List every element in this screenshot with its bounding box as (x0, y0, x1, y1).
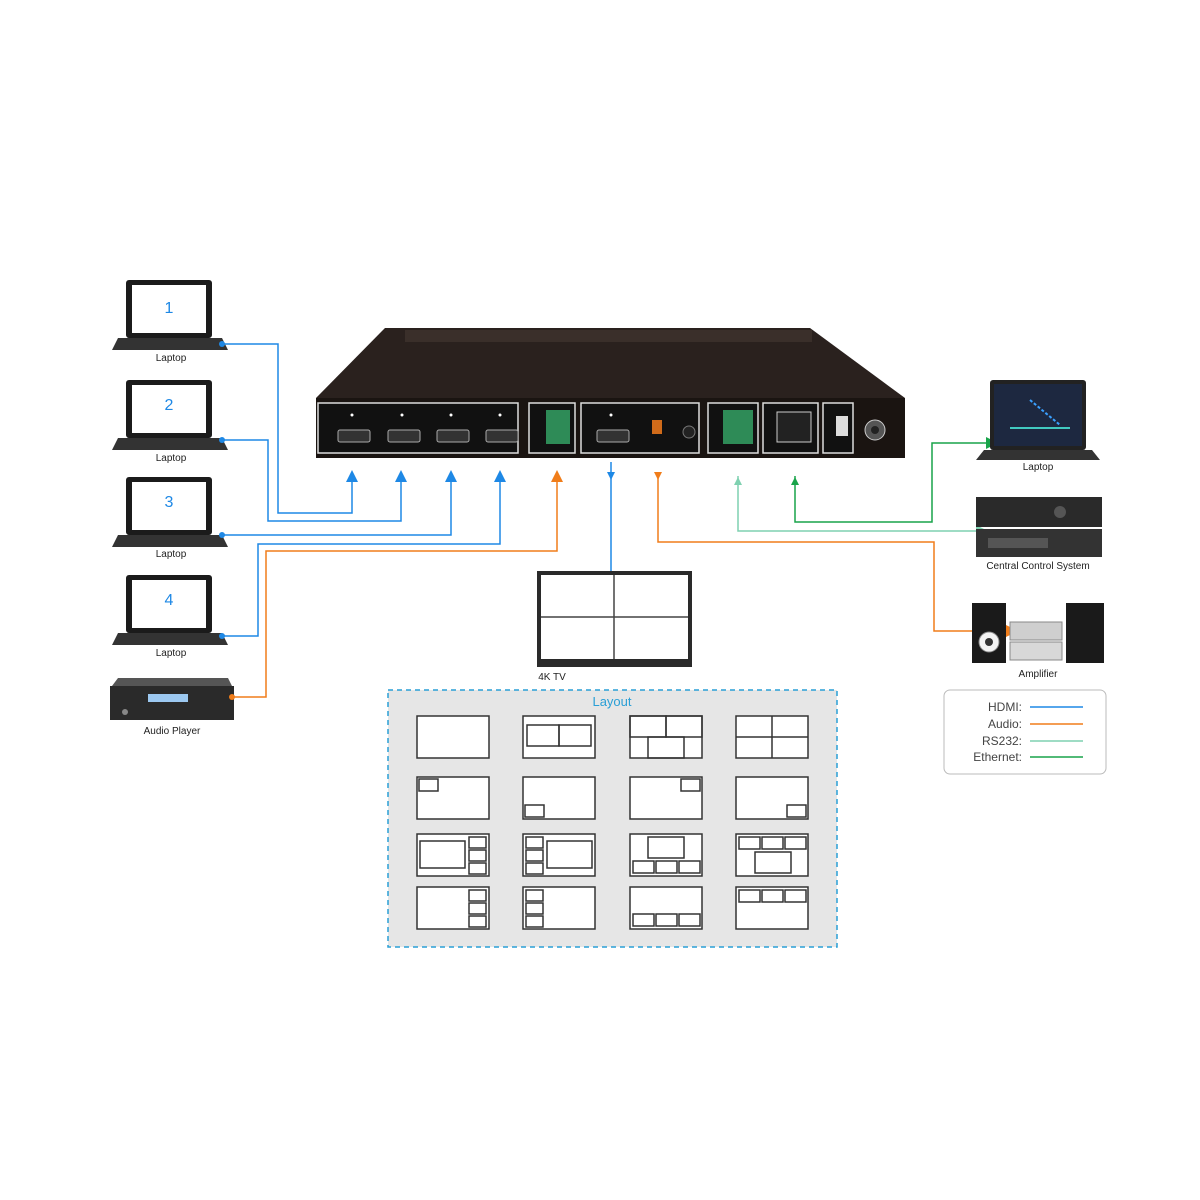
legend-ethernet-label: Ethernet: (973, 750, 1022, 764)
laptop-icon (976, 380, 1100, 460)
layout-panel: Layout (387, 689, 838, 948)
audio-out-line (657, 476, 1018, 637)
layout-title: Layout (592, 694, 631, 709)
ethernet-line (794, 437, 998, 523)
control-system-icon (976, 497, 1102, 557)
hdmi-line-2 (222, 439, 407, 522)
amplifier: Amplifier (972, 603, 1104, 680)
laptop-4: 4 Laptop (112, 575, 228, 659)
laptop-2: 2 Laptop (112, 380, 228, 464)
amplifier-icon (972, 603, 1104, 663)
right-laptop-label: Laptop (1023, 462, 1054, 473)
laptop-icon (112, 380, 228, 450)
tv-label: 4K TV (538, 672, 566, 683)
laptop-icon (112, 280, 228, 350)
control-system-label: Central Control System (986, 561, 1089, 572)
laptop-1: 1 Laptop (112, 280, 228, 364)
layout-option-bottom3 (629, 886, 703, 930)
laptop-label: Laptop (156, 648, 187, 659)
layout-option-pip-tr (629, 776, 703, 820)
laptop-number: 1 (165, 300, 174, 317)
legend-rs232-label: RS232: (982, 734, 1022, 748)
layout-option-left3 (522, 886, 596, 930)
laptop-label: Laptop (156, 453, 187, 464)
amplifier-label: Amplifier (1019, 669, 1059, 680)
laptop-icon (112, 477, 228, 547)
laptop-number: 3 (165, 494, 174, 511)
layout-option-right3 (416, 886, 490, 930)
hdmi-line-1 (222, 343, 358, 514)
layout-option-top3 (735, 886, 809, 930)
laptop-label: Laptop (156, 549, 187, 560)
layout-option-main-bottom3 (629, 833, 703, 877)
audio-player-label: Audio Player (144, 726, 201, 737)
layout-option-pip-bl (522, 776, 596, 820)
laptop-icon (112, 575, 228, 645)
legend: HDMI: Audio: RS232: Ethernet: (943, 689, 1107, 775)
audio-in-line (232, 470, 563, 698)
switch-device (316, 328, 905, 458)
layout-option-single (416, 715, 490, 759)
layout-option-pip-br (735, 776, 809, 820)
rs232-line (737, 476, 988, 537)
tv: 4K TV (537, 571, 692, 683)
audio-player-icon (110, 678, 234, 720)
tv-icon (537, 571, 692, 667)
connection-lines (222, 343, 1018, 698)
legend-audio-label: Audio: (988, 717, 1022, 731)
layout-thumbnails (416, 715, 809, 930)
laptop-label: Laptop (156, 353, 187, 364)
layout-option-pip-tl (416, 776, 490, 820)
hdmi-line-3 (222, 470, 457, 536)
legend-hdmi-label: HDMI: (988, 700, 1022, 714)
right-laptop: Laptop (976, 380, 1100, 473)
laptop-number: 2 (165, 397, 174, 414)
central-control-system: Central Control System (976, 497, 1102, 572)
layout-option-main-top3 (735, 833, 809, 877)
hdmi-line-4 (222, 470, 506, 637)
laptop-3: 3 Laptop (112, 477, 228, 560)
laptop-number: 4 (165, 592, 174, 609)
audio-player: Audio Player (110, 678, 234, 737)
